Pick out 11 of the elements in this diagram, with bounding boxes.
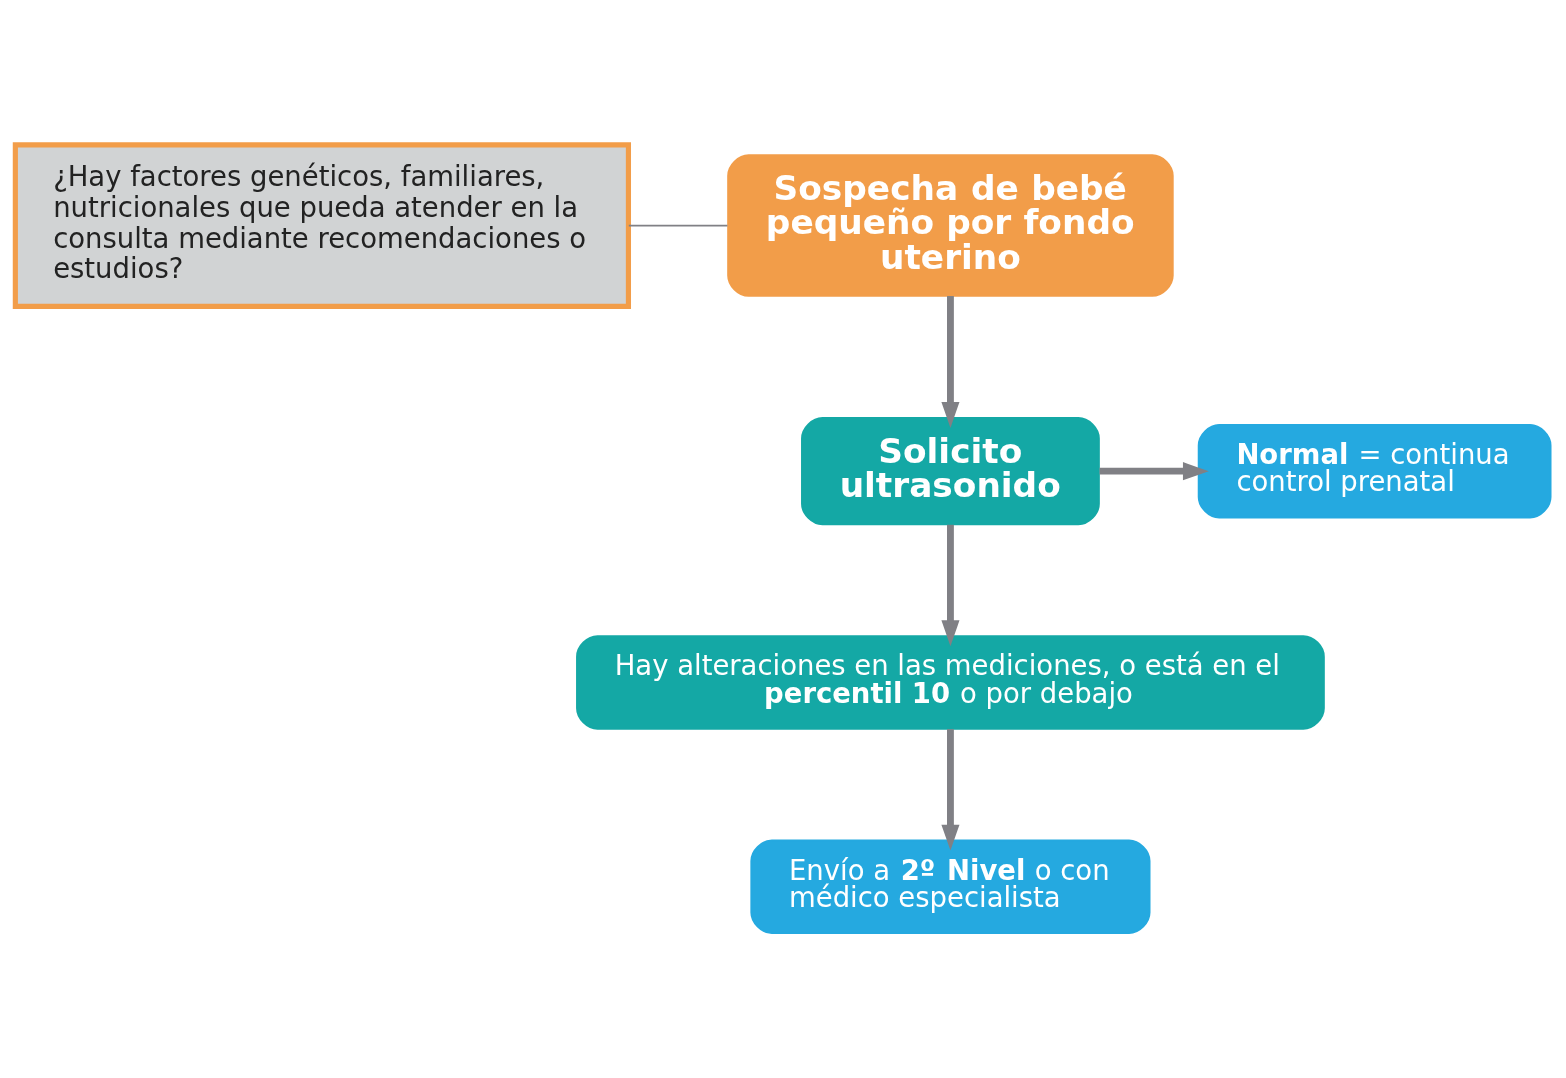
arrow [941, 296, 960, 428]
node-box: Solicito ultrasonido [801, 417, 1100, 526]
node-box: Envío a 2º Nivel o con médico especialista [750, 839, 1151, 934]
arrow [1099, 462, 1209, 481]
arrow [941, 524, 960, 647]
connector [627, 224, 729, 227]
node-box: ¿Hay factores genéticos, familiares, nutricionales que pueda atender en la consulta mediante recomendaciones o estudios? [12, 142, 631, 309]
node-box: Hay alteraciones en las mediciones, o está en el percentil 10 o por debajo [576, 635, 1325, 730]
node-box: Normal = continua control prenatal [1197, 423, 1552, 519]
arrow [941, 729, 960, 851]
node-box: Sospecha de bebé pequeño por fondo uterino [727, 154, 1174, 297]
